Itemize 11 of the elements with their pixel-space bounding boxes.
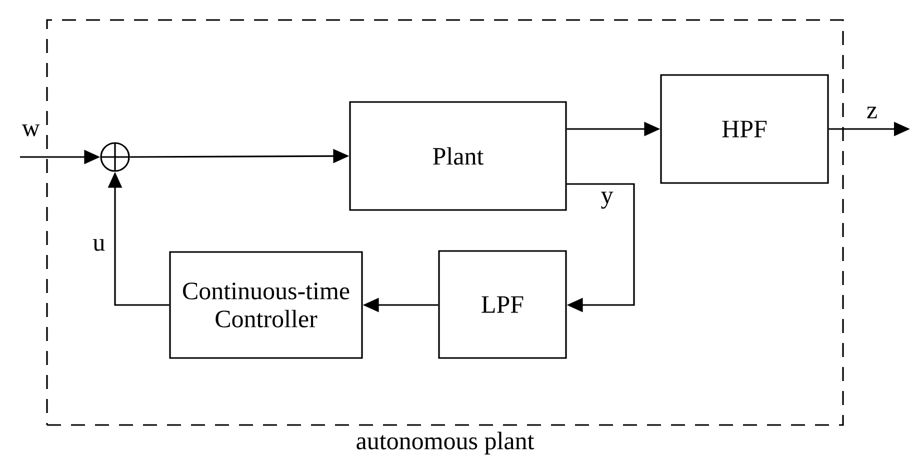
edge-label: z bbox=[867, 106, 877, 118]
summing-junction bbox=[100, 142, 130, 172]
block-box: Plant bbox=[349, 101, 567, 211]
edge-label: u bbox=[93, 239, 105, 251]
block-box: HPF bbox=[660, 74, 829, 184]
block-box: Continuous-time Controller bbox=[169, 251, 363, 359]
edge-label: y bbox=[601, 192, 614, 209]
arrow bbox=[566, 183, 635, 312]
node-label: autonomous plant bbox=[356, 432, 534, 454]
block-box: LPF bbox=[438, 250, 567, 359]
edge-label: w bbox=[22, 124, 40, 136]
